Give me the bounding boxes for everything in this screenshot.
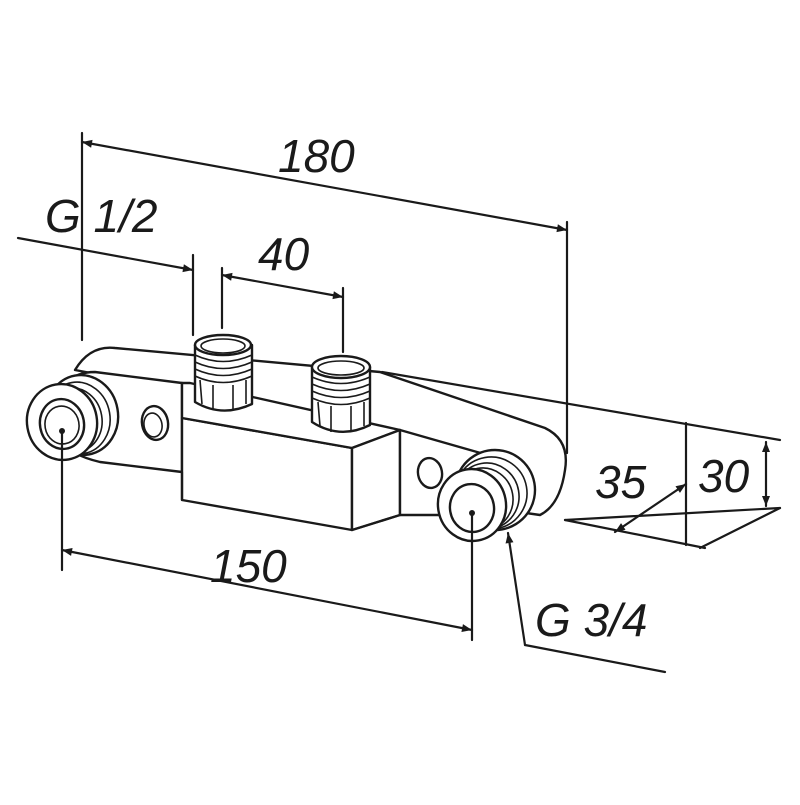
dimension-g-half: G 1/2 — [16, 190, 195, 337]
dimension-depth-height: 35 30 — [380, 370, 782, 550]
label-40: 40 — [258, 228, 310, 280]
mounting-hole-right — [416, 456, 444, 490]
mounting-hole-left — [140, 404, 170, 442]
right-inlet-connector — [436, 448, 537, 543]
dimension-overall-length: 180 — [80, 130, 569, 455]
left-inlet-connector — [25, 373, 120, 462]
dimension-g-three-quarter: G 3/4 — [505, 531, 667, 674]
dimension-outlet-spacing: 40 — [220, 228, 345, 354]
label-180: 180 — [278, 130, 355, 182]
outlet-connector-right — [310, 354, 372, 433]
dimension-inlet-spacing: 150 — [60, 430, 474, 642]
outlet-connector-left — [193, 333, 254, 412]
label-g-half: G 1/2 — [45, 190, 158, 242]
label-150: 150 — [210, 540, 287, 592]
label-30: 30 — [698, 450, 750, 502]
label-35: 35 — [595, 456, 647, 508]
label-g-three-quarter: G 3/4 — [535, 594, 648, 646]
